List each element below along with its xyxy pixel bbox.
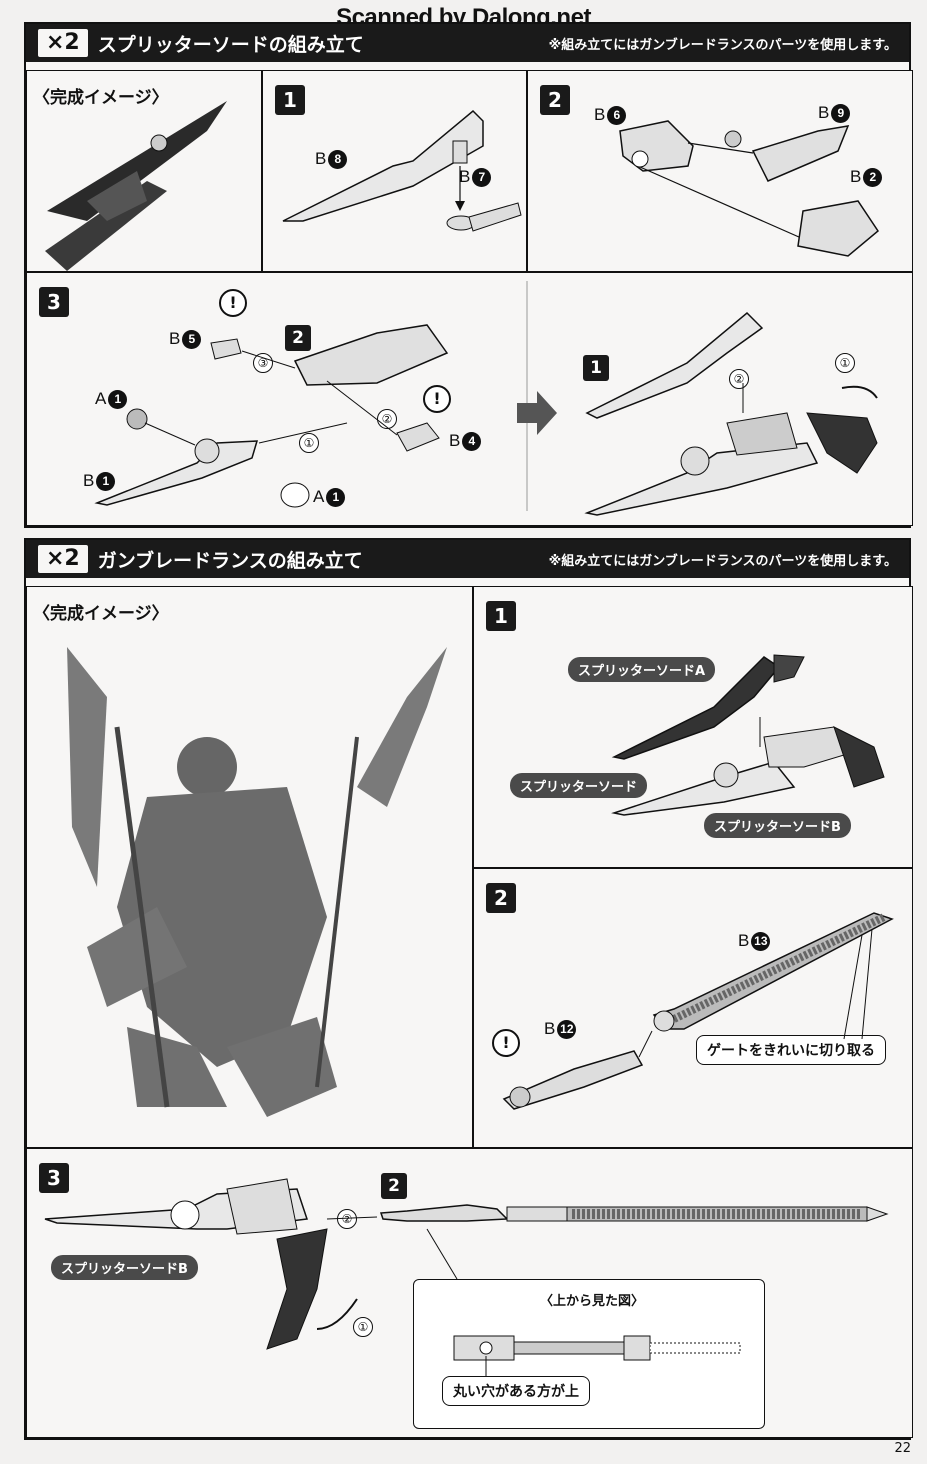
part-tag: スプリッターソード [510, 773, 648, 798]
section-title: ガンブレードランスの組み立て [97, 549, 363, 572]
step1-illustration [282, 109, 522, 232]
caution-icon: ! [423, 385, 451, 413]
sub-step-number: 2 [381, 1173, 407, 1199]
step-number: 3 [39, 287, 69, 317]
order-marker: ① [353, 1317, 373, 1337]
quantity-badge: ×2 [38, 545, 88, 573]
step2-illustration [502, 912, 894, 1110]
section-header: ×2 スプリッターソードの組み立て ※組み立てにはガンブレードランスのパーツを使… [26, 24, 909, 62]
round-hole-callout: 丸い穴がある方が上 [442, 1376, 590, 1406]
order-marker: ① [835, 353, 855, 373]
part-tag: スプリッターソードB [704, 813, 851, 838]
sub-step-number: 2 [285, 325, 311, 351]
result-step-number: 1 [583, 355, 609, 381]
top-view-caption: 〈上から見た図〉 [540, 1294, 645, 1309]
step-number: 2 [540, 85, 570, 115]
panel-completion-image: 〈完成イメージ〉 [26, 70, 262, 272]
section-title: スプリッターソードの組み立て [97, 33, 364, 56]
part-tag: スプリッターソードA [568, 657, 716, 682]
section-gunblade-lance: ×2 ガンブレードランスの組み立て ※組み立てにはガンブレードランスのパーツを使… [24, 538, 913, 1440]
completion-caption: 〈完成イメージ〉 [33, 604, 169, 624]
caution-icon: ! [219, 289, 247, 317]
part-tag: スプリッターソードB [51, 1255, 198, 1280]
quantity-badge: ×2 [38, 29, 88, 57]
panel-step-3: 3 2 スプリッターソードB ① ② 〈上から見た図〉 丸い穴がある方が上 [26, 1148, 913, 1438]
completed-figure-illustration [67, 647, 447, 1117]
panel-completion-image: 〈完成イメージ〉 [26, 586, 473, 1148]
section-note: ※組み立てにはガンブレードランスのパーツを使用します。 [548, 37, 897, 53]
panel-step-1: 1 スプリッターソードA スプリッターソード スプリッターソードB [473, 586, 913, 868]
caution-icon: ! [492, 1029, 520, 1057]
order-marker: ① [299, 433, 319, 453]
completion-caption: 〈完成イメージ〉 [33, 88, 169, 108]
step-number: 3 [39, 1163, 69, 1193]
page-number: 22 [894, 1441, 911, 1456]
section-note: ※組み立てにはガンブレードランスのパーツを使用します。 [548, 553, 897, 569]
order-marker: ② [729, 369, 749, 389]
step-number: 2 [486, 883, 516, 913]
step1-illustration [611, 654, 885, 816]
gate-cut-callout: ゲートをきれいに切り取る [696, 1035, 886, 1065]
order-marker: ② [337, 1209, 357, 1229]
step-number: 1 [486, 601, 516, 631]
step3-illustration [44, 1178, 889, 1350]
top-view-illustration [453, 1335, 741, 1376]
step2-illustration [619, 120, 879, 257]
section-splitter-sword: ×2 スプリッターソードの組み立て ※組み立てにはガンブレードランスのパーツを使… [24, 22, 913, 528]
step3-illustration [94, 281, 878, 516]
top-view-inset: 〈上から見た図〉 丸い穴がある方が上 [413, 1279, 765, 1429]
step-number: 1 [275, 85, 305, 115]
order-marker: ③ [253, 353, 273, 373]
completed-sword-illustration [45, 101, 227, 271]
section-header: ×2 ガンブレードランスの組み立て ※組み立てにはガンブレードランスのパーツを使… [26, 540, 909, 578]
